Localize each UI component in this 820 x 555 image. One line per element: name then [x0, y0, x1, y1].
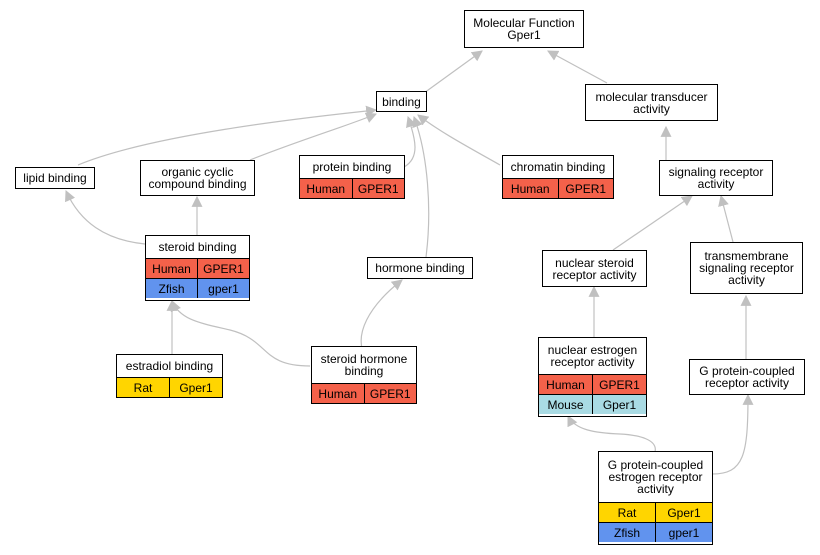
- steroid-binding-label: steroid binding: [158, 240, 237, 254]
- node-lipid-binding[interactable]: lipid binding: [15, 167, 95, 189]
- gene-cell: GPER1: [592, 375, 646, 394]
- edge-gpcr-estrogen-to-nuclear-estrogen: [567, 415, 656, 453]
- transducer-line-2: activity: [633, 101, 670, 116]
- species-cell: Human: [539, 375, 592, 394]
- edge-binding-to-root: [423, 50, 483, 94]
- species-cell: Zfish: [599, 523, 655, 542]
- gpcr-estrogen-line-2: estrogen receptor: [608, 470, 703, 484]
- root-line-1: Molecular Function: [473, 16, 575, 30]
- species-cell: Human: [146, 259, 197, 278]
- nuclear-estrogen-line-1: nuclear estrogen: [547, 343, 638, 357]
- node-binding[interactable]: binding: [376, 91, 427, 112]
- estradiol-binding-label: estradiol binding: [125, 359, 214, 373]
- signaling-line-2: activity: [697, 177, 735, 191]
- edge-transmembrane-to-signaling: [718, 194, 734, 243]
- node-protein-binding[interactable]: protein binding Human GPER1: [299, 155, 405, 199]
- annotation-row: Rat Gper1: [117, 377, 222, 397]
- binding-label: binding: [382, 94, 421, 109]
- annotation-row: Human GPER1: [312, 383, 416, 403]
- species-cell: Rat: [599, 503, 655, 522]
- annotation-row: Human GPER1: [300, 178, 404, 198]
- steroid-hormone-line-2: binding: [344, 364, 384, 378]
- edge-chromatin-to-binding: [417, 114, 501, 166]
- organic-line-2: compound binding: [148, 177, 247, 191]
- annotation-row: Human GPER1: [539, 374, 646, 394]
- nuclear-steroid-line-1: nuclear steroid: [555, 255, 634, 270]
- node-estradiol-binding[interactable]: estradiol binding Rat Gper1: [116, 354, 223, 398]
- chromatin-binding-label: chromatin binding: [510, 160, 606, 174]
- gene-cell: GPER1: [197, 259, 249, 278]
- edge-steroid-to-lipid: [65, 189, 146, 245]
- annotation-row: Zfish gper1: [599, 522, 712, 542]
- annotation-row: Human GPER1: [503, 178, 613, 198]
- node-steroid-binding[interactable]: steroid binding Human GPER1 Zfish gper1: [145, 235, 250, 301]
- gene-cell: GPER1: [363, 384, 416, 403]
- gene-cell: Gper1: [592, 395, 646, 414]
- hormone-binding-label: hormone binding: [375, 261, 465, 275]
- species-cell: Human: [300, 179, 352, 198]
- node-chromatin-binding[interactable]: chromatin binding Human GPER1: [502, 155, 614, 199]
- edge-transducer-to-root: [547, 50, 608, 84]
- steroid-hormone-line-1: steroid hormone: [320, 352, 408, 366]
- edge-organic-to-binding: [249, 112, 378, 161]
- organic-line-1: organic cyclic: [161, 165, 234, 179]
- species-cell: Human: [503, 179, 558, 198]
- gpcr-estrogen-line-3: activity: [637, 482, 674, 496]
- gpcr-estrogen-line-1: G protein-coupled: [607, 458, 704, 472]
- edge-protein-to-binding: [403, 115, 417, 168]
- species-cell: Mouse: [539, 395, 592, 414]
- transmembrane-line-1: transmembrane: [704, 249, 789, 263]
- gene-cell: Gper1: [655, 503, 712, 522]
- gene-cell: gper1: [655, 523, 712, 542]
- edge-nuclear-steroid-to-signaling: [612, 195, 693, 251]
- gene-cell: Gper1: [169, 378, 222, 397]
- annotation-row: Mouse Gper1: [539, 394, 646, 414]
- edge-hormone-to-binding: [412, 115, 430, 258]
- species-cell: Zfish: [146, 279, 197, 298]
- gpcr-line-2: receptor activity: [704, 376, 789, 390]
- gene-cell: GPER1: [351, 179, 404, 198]
- edge-lipid-to-binding: [77, 105, 378, 166]
- root-line-2: Gper1: [507, 28, 541, 42]
- transmembrane-line-2: signaling receptor: [699, 261, 794, 275]
- edge-gpcr-estrogen-to-gpcr: [711, 393, 754, 475]
- transmembrane-line-3: activity: [728, 273, 765, 287]
- species-cell: Rat: [117, 378, 169, 397]
- gene-cell: GPER1: [557, 179, 613, 198]
- species-cell: Human: [312, 384, 364, 403]
- nuclear-steroid-line-2: receptor activity: [552, 267, 637, 282]
- lipid-binding-label: lipid binding: [23, 171, 87, 185]
- gene-cell: gper1: [197, 279, 249, 298]
- gpcr-line-1: G protein-coupled: [699, 364, 795, 378]
- protein-binding-label: protein binding: [312, 160, 392, 174]
- edge-steroid-hormone-to-steroid: [170, 299, 311, 367]
- annotation-row: Rat Gper1: [599, 502, 712, 522]
- transducer-line-1: molecular transducer: [595, 89, 708, 104]
- node-hormone-binding[interactable]: hormone binding: [367, 257, 473, 279]
- signaling-line-1: signaling receptor: [668, 165, 764, 179]
- nuclear-estrogen-line-2: receptor activity: [550, 355, 635, 369]
- annotation-row: Human GPER1: [146, 258, 249, 278]
- annotation-row: Zfish gper1: [146, 278, 249, 298]
